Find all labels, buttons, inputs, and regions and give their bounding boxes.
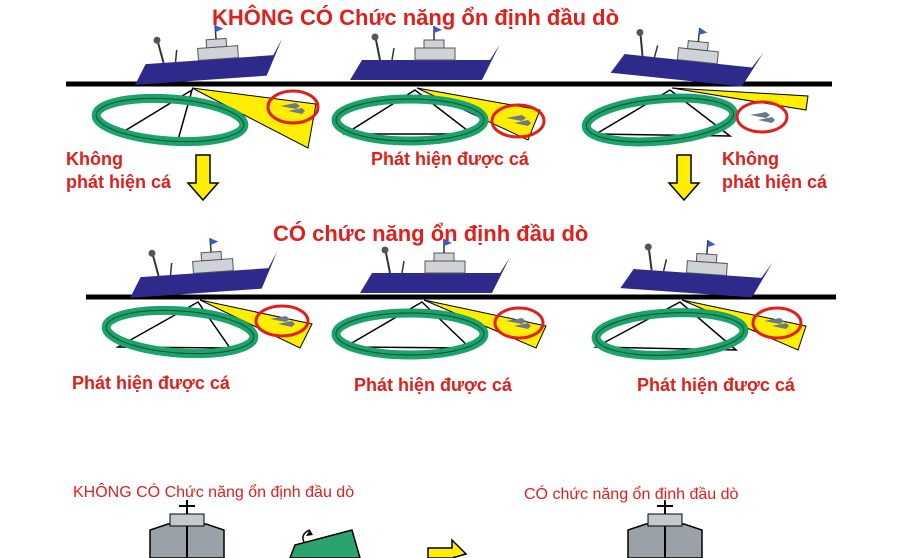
label-top-right-line1: Không — [722, 149, 779, 169]
red-circle — [493, 306, 545, 340]
ship-section-left — [149, 500, 225, 558]
label-mid-middle: Phát hiện được cá — [354, 375, 512, 395]
group-top-right — [584, 17, 809, 147]
red-circle — [254, 304, 310, 338]
arrow-down-left — [186, 154, 220, 202]
label-mid-right: Phát hiện được cá — [637, 375, 795, 395]
red-circle — [751, 306, 803, 340]
label-top-left-line1: Không — [66, 149, 123, 169]
label-top-right-line2: phát hiện cá — [722, 172, 828, 192]
red-circle — [735, 100, 789, 134]
label-mid-left: Phát hiện được cá — [72, 373, 230, 393]
arrow-down-right — [667, 154, 701, 202]
red-circle — [490, 103, 546, 139]
group-mid-left — [105, 232, 313, 359]
caption-bottom-left: KHÔNG CÓ Chức năng ổn định đầu dò — [73, 484, 355, 501]
group-top-middle — [336, 25, 546, 141]
label-top-left-line2: phát hiện cá — [66, 172, 172, 192]
ship-section-right — [627, 500, 703, 558]
title-without-stabilization: KHÔNG CÓ Chức năng ổn định đầu dò — [212, 5, 620, 30]
group-mid-middle — [336, 238, 547, 355]
label-top-middle: Phát hiện được cá — [371, 149, 529, 169]
title-with-stabilization: CÓ chức năng ổn định đầu dò — [273, 221, 589, 246]
red-circle — [266, 89, 320, 125]
group-top-left — [95, 19, 320, 148]
caption-bottom-right: CÓ chức năng ổn định đầu dò — [524, 486, 739, 503]
arrow-right-bottom — [427, 538, 468, 558]
group-mid-right — [595, 233, 807, 359]
ship-section-tilted — [289, 529, 361, 558]
